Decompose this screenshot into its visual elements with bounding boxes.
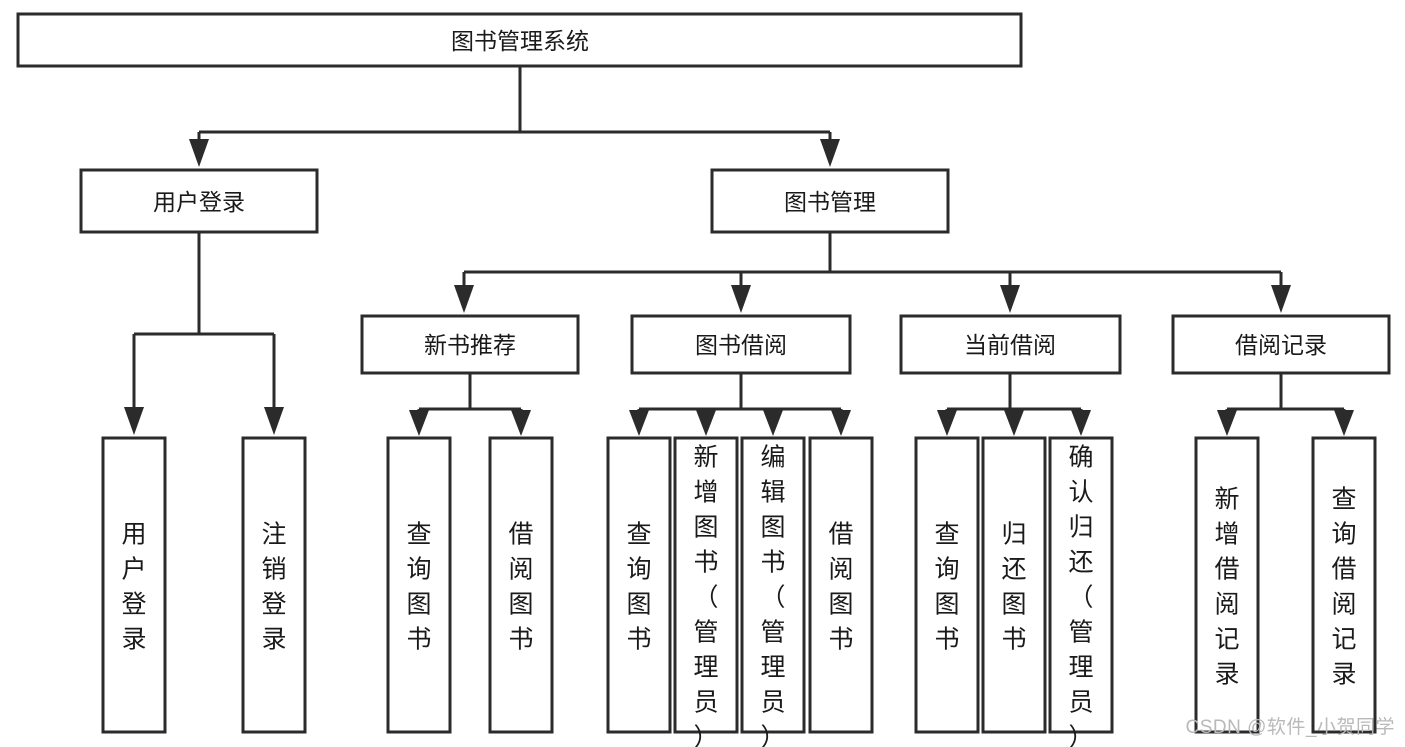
leaf-add-book-label: 新增图书（管理员）: [693, 443, 718, 747]
leaf-user-login-label: 用户登录: [121, 520, 146, 653]
leaf-query-book-1-label: 查询图书: [406, 520, 431, 653]
leaf-query-book-2-box[interactable]: [606, 436, 672, 734]
node-current-borrow-box[interactable]: [899, 314, 1122, 375]
leaf-confirm-return-box[interactable]: [1048, 436, 1114, 734]
arrow-head-book-borrow: [731, 285, 751, 313]
leaf-logout-login-box[interactable]: [241, 436, 307, 734]
node-new-book-recommend[interactable]: 新书推荐: [360, 314, 580, 375]
arrow-head-leaf-borrow-book-2: [831, 410, 851, 436]
leaf-borrow-book-2-box[interactable]: [808, 436, 874, 734]
leaf-edit-book-box[interactable]: [740, 436, 806, 734]
arrow-head-leaf-edit-book: [763, 410, 783, 436]
node-book-borrow-label: 图书借阅: [695, 332, 787, 358]
arrow-head-new-book-recommend: [454, 285, 474, 313]
node-user-login-label: 用户登录: [153, 189, 245, 215]
node-user-login-box[interactable]: [79, 168, 319, 234]
node-current-borrow[interactable]: 当前借阅: [899, 314, 1122, 375]
leaf-query-book-3-box[interactable]: [914, 436, 980, 734]
connector-group-book-manage: [454, 233, 1291, 313]
arrow-head-user-login: [189, 139, 209, 167]
leaf-add-record-box[interactable]: [1194, 436, 1260, 734]
arrow-head-leaf-confirm-return: [1071, 410, 1091, 436]
connector-group-borrow-record: [1217, 373, 1354, 436]
leaf-add-record-label: 新增借阅记录: [1214, 485, 1239, 688]
leaf-boxes: [101, 436, 1377, 734]
node-book-borrow[interactable]: 图书借阅: [630, 314, 852, 375]
node-root-label: 图书管理系统: [451, 28, 589, 54]
leaf-user-login-box[interactable]: [101, 436, 167, 734]
connector-group-new-book-recommend: [409, 373, 531, 436]
node-book-borrow-box[interactable]: [630, 314, 852, 375]
arrow-head-leaf-add-record: [1217, 410, 1237, 436]
node-book-manage-box[interactable]: [710, 168, 950, 234]
arrow-head-leaf-add-book: [696, 410, 716, 436]
node-user-login[interactable]: 用户登录: [79, 168, 319, 234]
arrow-head-leaf-logout-login: [264, 407, 284, 435]
node-borrow-record[interactable]: 借阅记录: [1171, 314, 1391, 375]
arrow-head-leaf-borrow-book-1: [511, 410, 531, 436]
node-book-manage[interactable]: 图书管理: [710, 168, 950, 234]
node-root-box[interactable]: [16, 12, 1023, 68]
arrow-head-leaf-user-login: [124, 407, 144, 435]
leaf-edit-book-label: 编辑图书（管理员）: [760, 443, 785, 747]
connector-group-user-login: [124, 233, 284, 435]
connector-group-root: [189, 66, 840, 167]
csdn-watermark: CSDN @软件_小贺同学: [1185, 717, 1395, 738]
node-new-book-recommend-box[interactable]: [360, 314, 580, 375]
node-root[interactable]: 图书管理系统: [16, 12, 1023, 68]
arrow-head-leaf-query-record: [1334, 410, 1354, 436]
leaf-query-book-1-box[interactable]: [386, 436, 452, 734]
leaf-borrow-book-1-label: 借阅图书: [508, 520, 533, 653]
node-new-book-recommend-label: 新书推荐: [424, 332, 516, 358]
node-book-manage-label: 图书管理: [784, 189, 876, 215]
leaf-query-record-label: 查询借阅记录: [1331, 485, 1356, 688]
arrow-head-borrow-record: [1271, 285, 1291, 313]
arrow-head-leaf-query-book-2: [629, 410, 649, 436]
leaf-return-book-box[interactable]: [981, 436, 1047, 734]
node-borrow-record-box[interactable]: [1171, 314, 1391, 375]
leaf-borrow-book-2-label: 借阅图书: [828, 520, 853, 653]
arrow-head-book-manage: [820, 139, 840, 167]
leaf-confirm-return-label: 确认归还（管理员）: [1068, 443, 1093, 747]
leaf-query-book-2-label: 查询图书: [626, 520, 651, 653]
arrow-head-leaf-return-book: [1004, 410, 1024, 436]
connector-group-book-borrow: [629, 373, 851, 436]
node-borrow-record-label: 借阅记录: [1235, 332, 1327, 358]
node-current-borrow-label: 当前借阅: [964, 332, 1056, 358]
leaf-query-book-3-label: 查询图书: [934, 520, 959, 653]
arrow-head-current-borrow: [1000, 285, 1020, 313]
leaf-add-book-box[interactable]: [673, 436, 739, 734]
leaf-return-book-label: 归还图书: [1001, 520, 1026, 653]
arrow-head-leaf-query-book-3: [937, 410, 957, 436]
leaf-query-record-box[interactable]: [1311, 436, 1377, 734]
leaf-labels: 用户登录 注销登录 查询图书 借阅图书 查询图书 新增图书（管理员） 编辑图书（…: [121, 443, 1356, 747]
leaf-borrow-book-1-box[interactable]: [488, 436, 554, 734]
connector-group-current-borrow: [937, 373, 1091, 436]
arrow-head-leaf-query-book-1: [409, 410, 429, 436]
leaf-logout-login-label: 注销登录: [261, 520, 286, 653]
